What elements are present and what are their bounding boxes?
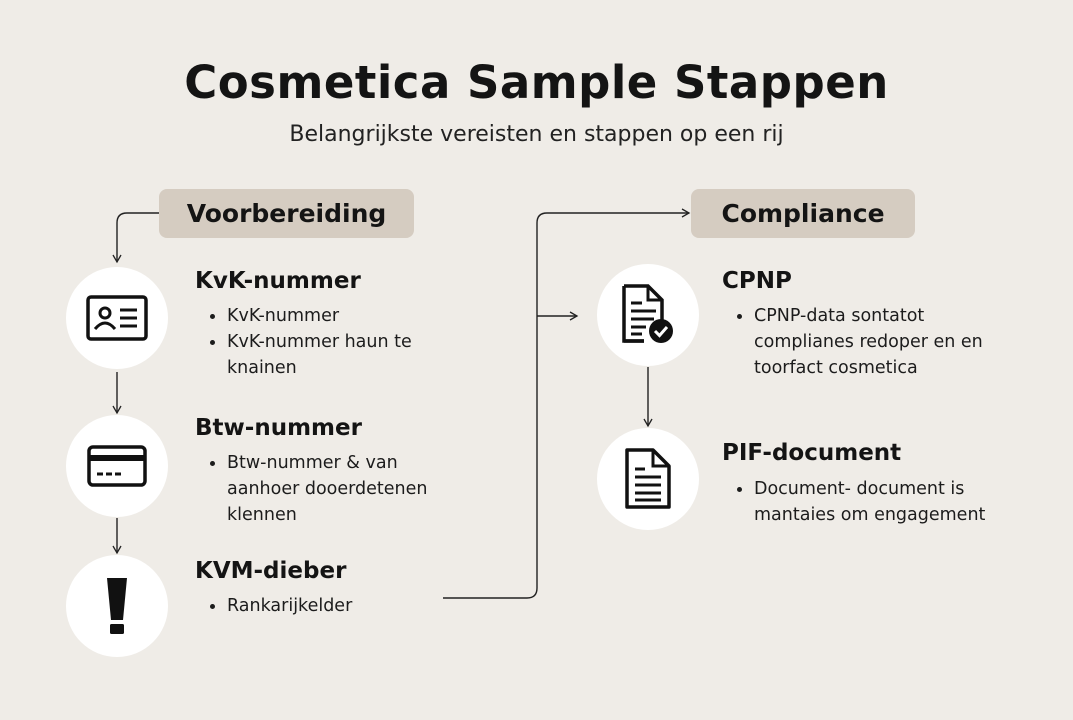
step-title: Btw-nummer [195,415,362,441]
step-icon-circle [597,428,699,530]
section-label-compliance: Compliance [691,189,915,238]
bullet-item: CPNP-data sontatot complianes redoper en… [734,303,1004,381]
credit-card-icon [87,445,147,487]
step-bullets: Document- document is mantaies om engage… [734,476,1009,528]
step-title: KVM-dieber [195,558,347,584]
step-bullets: CPNP-data sontatot complianes redoper en… [734,303,1004,381]
step-icon-circle [66,415,168,517]
step-title: CPNP [722,268,792,294]
step-title: PIF-document [722,440,902,466]
bullet-item: Rankarijkelder [207,593,457,619]
step-bullets: KvK-nummer KvK-nummer haun te knainen [207,303,457,381]
bullet-item: Document- document is mantaies om engage… [734,476,1009,528]
cosmetic-tube-icon [107,578,127,634]
step-icon-circle [66,267,168,369]
step-bullets: Rankarijkelder [207,593,457,619]
step-icon-circle [597,264,699,366]
document-icon [625,448,671,509]
step-icon-circle [66,555,168,657]
bullet-item: KvK-nummer [207,303,457,329]
page-title: Cosmetica Sample Stappen [184,56,889,109]
step-bullets: Btw-nummer & van aanhoer dooerdetenen kl… [207,450,467,528]
id-card-icon [86,295,148,341]
section-label-voorbereiding: Voorbereiding [159,189,414,238]
bullet-item: Btw-nummer & van aanhoer dooerdetenen kl… [207,450,467,528]
step-title: KvK-nummer [195,268,361,294]
page-subtitle: Belangrijkste vereisten en stappen op ee… [289,122,784,147]
bullet-item: KvK-nummer haun te knainen [207,329,457,381]
document-check-icon [622,284,673,343]
